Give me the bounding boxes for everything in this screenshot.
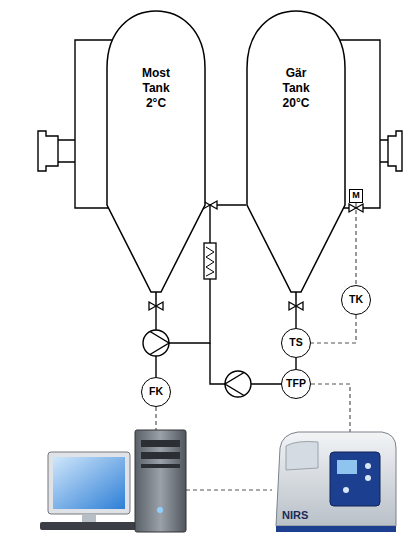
- node-label: FK: [149, 386, 163, 398]
- motor-actuator: M: [349, 189, 363, 203]
- most-tank: Most Tank 2°C: [106, 10, 206, 300]
- tank-outline: [246, 10, 346, 300]
- instrument-label: NIRS: [282, 509, 308, 521]
- pipe-line: [295, 358, 296, 369]
- tank-label: Gär Tank 20°C: [276, 66, 316, 111]
- pipe-line: [295, 300, 296, 328]
- heat-exchanger: [204, 243, 216, 279]
- signal-line: [311, 315, 356, 343]
- node-label: TFP: [286, 378, 306, 390]
- signal-line: [355, 203, 356, 285]
- jackets: [38, 40, 402, 208]
- tank-outline: [106, 10, 206, 300]
- controller-circle: FK: [141, 377, 171, 407]
- sensor-circle: TS: [281, 328, 311, 358]
- pipes: [156, 343, 282, 384]
- tank-label: Most Tank 2°C: [136, 66, 176, 111]
- computer: [40, 430, 186, 532]
- controller-circle: TK: [341, 285, 371, 315]
- node-label: TS: [289, 337, 302, 349]
- node-label: M: [352, 191, 360, 201]
- fermentation-tank: Gär Tank 20°C: [246, 10, 346, 300]
- node-label: TK: [349, 294, 363, 306]
- pumps: [143, 330, 251, 397]
- sensor-circle: TFP: [281, 369, 311, 399]
- nirs-instrument: [276, 432, 396, 532]
